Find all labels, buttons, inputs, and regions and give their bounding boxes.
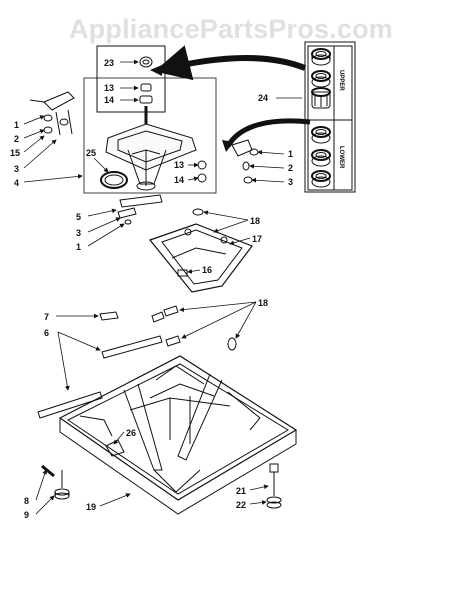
callout-15: 15 — [10, 148, 20, 158]
callout-14-mid: 14 — [174, 175, 184, 185]
callout-3-right: 3 — [288, 177, 293, 187]
kit-bearing-upper-2 — [311, 70, 331, 88]
bearing-part-14 — [139, 95, 153, 104]
kit-upper-label: UPPER — [338, 70, 344, 91]
callout-26: 26 — [126, 428, 136, 438]
middle-assembly — [117, 194, 253, 293]
bearing-kit-24 — [304, 41, 356, 193]
clip-part-18-c — [227, 337, 237, 351]
rail-part-7 — [99, 311, 119, 321]
upper-assembly — [29, 45, 259, 194]
kit-bearing-upper-1 — [311, 48, 331, 66]
callout-6: 6 — [44, 328, 49, 338]
callout-9: 9 — [24, 510, 29, 520]
callout-16: 16 — [202, 265, 212, 275]
callout-22: 22 — [236, 500, 246, 510]
watermark: AppliancePartsPros.com — [68, 14, 393, 44]
callout-23: 23 — [104, 58, 114, 68]
callout-2-right: 2 — [288, 163, 293, 173]
callout-18-top: 18 — [250, 216, 260, 226]
spring-part-18-top — [192, 208, 204, 216]
kit-arrow-lower — [225, 118, 311, 148]
callout-1-right: 1 — [288, 149, 293, 159]
drive-belt-part-25 — [100, 171, 128, 189]
leader-lines — [23, 59, 302, 515]
clip-part-18-a — [163, 305, 179, 317]
callout-13-top: 13 — [104, 83, 114, 93]
foot-part-9 — [54, 488, 70, 500]
callout-4: 4 — [14, 178, 19, 188]
kit-bearing-lower-3 — [311, 170, 331, 188]
spacer-part-13 — [140, 83, 152, 92]
callout-1-mid: 1 — [76, 242, 81, 252]
base-plate-part-17 — [148, 223, 253, 293]
clip-part-18-b — [165, 335, 181, 347]
callout-3-left: 3 — [14, 164, 19, 174]
base-frame-assembly — [37, 305, 298, 515]
transmission-frame — [83, 77, 217, 194]
callout-14-top: 14 — [104, 95, 114, 105]
rail-part-6-lower — [37, 391, 103, 419]
callout-18-lower: 18 — [258, 298, 268, 308]
kit-bearing-upper-3 — [311, 87, 331, 109]
callout-3-mid: 3 — [76, 228, 81, 238]
callout-19: 19 — [86, 502, 96, 512]
callout-7: 7 — [44, 312, 49, 322]
foot-part-21 — [269, 463, 279, 496]
kit-lower-label: LOWER — [338, 146, 344, 169]
foot-part-22 — [266, 496, 282, 509]
callout-17: 17 — [252, 234, 262, 244]
callout-21: 21 — [236, 486, 246, 496]
rail-part-6-upper — [101, 311, 165, 359]
transmission-body — [105, 123, 197, 171]
callout-24: 24 — [258, 93, 268, 103]
callout-5: 5 — [76, 212, 81, 222]
callout-1-left: 1 — [14, 120, 19, 130]
bearing-part-23 — [139, 56, 153, 68]
base-frame-part-19 — [58, 355, 298, 515]
callout-2-left: 2 — [14, 134, 19, 144]
callout-8: 8 — [24, 496, 29, 506]
kit-bearing-lower-1 — [311, 126, 331, 144]
callout-25: 25 — [86, 148, 96, 158]
foot-part-8 — [41, 464, 63, 488]
left-bracket — [29, 91, 75, 136]
kit-arrow-upper — [154, 45, 307, 81]
callout-13-mid: 13 — [174, 160, 184, 170]
bracket-part-5 — [117, 194, 163, 225]
kit-bearing-lower-2 — [311, 149, 331, 167]
callout-labels: 23 13 14 24 1 2 15 3 4 25 13 14 1 2 3 5 … — [10, 58, 293, 520]
